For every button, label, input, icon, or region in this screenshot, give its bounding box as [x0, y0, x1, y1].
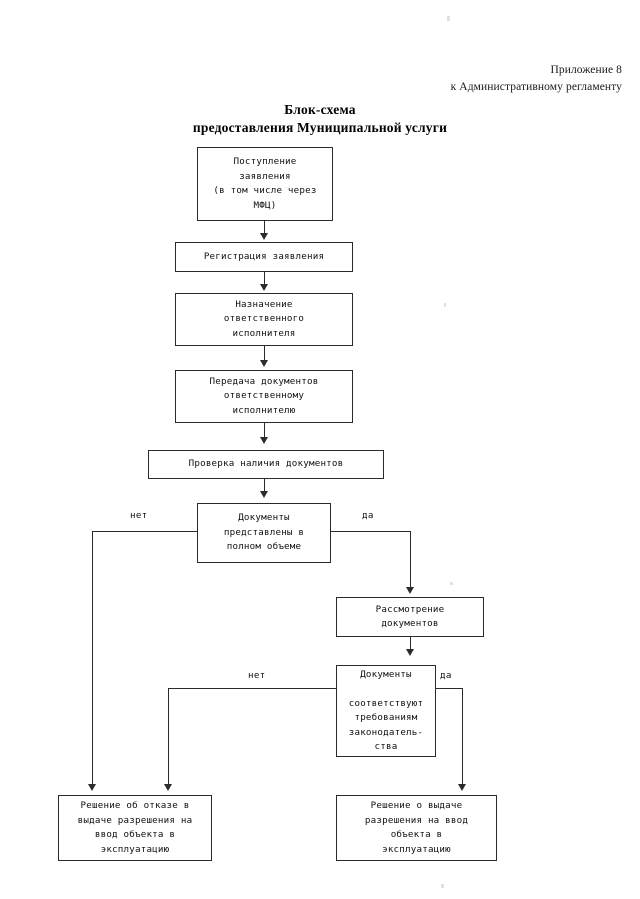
arrowhead-n8-n10 — [458, 784, 466, 791]
connector-n6-no-vertical — [92, 531, 93, 786]
flow-node-assign-executor: Назначение ответственного исполнителя — [175, 293, 353, 346]
connector-n1-n2 — [264, 221, 265, 235]
arrowhead-n6-n9 — [88, 784, 96, 791]
branch-label-yes-1: да — [362, 510, 374, 521]
connector-n8-no-vertical — [168, 688, 169, 786]
flow-node-text: Решение о выдаче разрешения на ввод объе… — [364, 800, 469, 855]
arrowhead-n4-n5 — [260, 437, 268, 444]
arrowhead-n3-n4 — [260, 360, 268, 367]
flow-node-text: Документы соответствуют требованиям зако… — [348, 668, 424, 753]
arrowhead-n6-n7 — [406, 587, 414, 594]
flow-node-decision-approval: Решение о выдаче разрешения на ввод объе… — [336, 795, 497, 861]
branch-label-no-2: нет — [248, 670, 266, 681]
connector-n2-n3 — [264, 272, 265, 286]
connector-n6-yes-horizontal — [331, 531, 411, 532]
flow-node-decision-documents-complete: Документы представлены в полном объеме — [197, 503, 331, 563]
flow-node-review-documents: Рассмотрение документов — [336, 597, 484, 637]
connector-n8-yes-horizontal — [436, 688, 462, 689]
flow-node-transfer-documents: Передача документов ответственному испол… — [175, 370, 353, 423]
flow-node-text: Поступление заявления (в том числе через… — [213, 156, 317, 211]
branch-label-no-1: нет — [130, 510, 148, 521]
appendix-number: Приложение 8 — [550, 64, 622, 76]
scan-artifact — [450, 582, 453, 585]
arrowhead-n1-n2 — [260, 233, 268, 240]
connector-n5-n6 — [264, 479, 265, 493]
flow-node-application-received: Поступление заявления (в том числе через… — [197, 147, 333, 221]
flow-node-text: Проверка наличия документов — [188, 458, 344, 470]
scan-artifact — [441, 884, 444, 888]
connector-n6-yes-vertical — [410, 531, 411, 589]
connector-n3-n4 — [264, 346, 265, 362]
connector-n8-yes-vertical — [462, 688, 463, 786]
page-title-line1: Блок-схема — [284, 102, 356, 117]
flow-node-text: Передача документов ответственному испол… — [209, 375, 319, 416]
connector-n7-n8 — [410, 637, 411, 651]
branch-label-yes-2: да — [440, 670, 452, 681]
flow-node-text: Решение об отказе в выдаче разрешения на… — [77, 800, 193, 855]
arrowhead-n7-n8 — [406, 649, 414, 656]
scan-artifact — [447, 16, 450, 21]
connector-n8-no-horizontal — [168, 688, 337, 689]
flow-node-check-documents: Проверка наличия документов — [148, 450, 384, 479]
flow-node-text: Регистрация заявления — [203, 250, 325, 262]
scan-artifact — [444, 303, 446, 307]
arrowhead-n8-n9 — [164, 784, 172, 791]
connector-n6-no-horizontal — [92, 531, 198, 532]
flow-node-text: Назначение ответственного исполнителя — [223, 298, 305, 339]
arrowhead-n5-n6 — [260, 491, 268, 498]
flow-node-registration: Регистрация заявления — [175, 242, 353, 272]
flow-node-decision-documents-compliant: Документы соответствуют требованиям зако… — [336, 665, 436, 757]
appendix-reference: к Административному регламенту — [450, 81, 622, 93]
connector-n4-n5 — [264, 423, 265, 439]
arrowhead-n2-n3 — [260, 284, 268, 291]
page-title-line2: предоставления Муниципальной услуги — [192, 120, 448, 135]
flow-node-text: Документы представлены в полном объеме — [223, 512, 305, 553]
flow-node-decision-refusal: Решение об отказе в выдаче разрешения на… — [58, 795, 212, 861]
flow-node-text: Рассмотрение документов — [375, 603, 445, 630]
